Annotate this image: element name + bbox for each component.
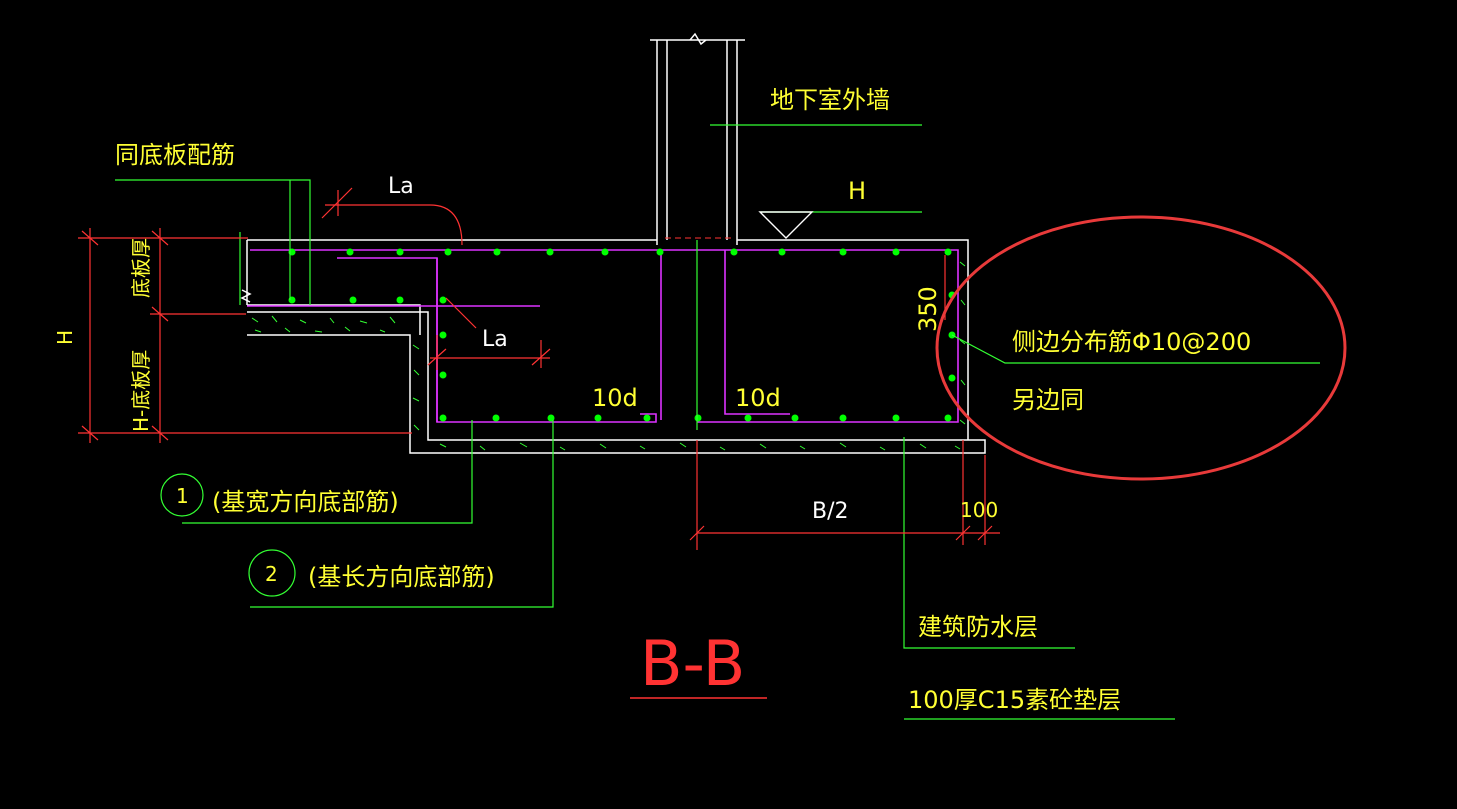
rebar-dot [439, 331, 447, 339]
rebar-dot [396, 296, 404, 304]
highlight-ellipse [935, 215, 1347, 481]
label-wall: 地下室外墙 [770, 86, 890, 114]
rebar-dot [594, 414, 602, 422]
rebar-dot [643, 414, 651, 422]
rebar-dot [493, 248, 501, 256]
rebar-dot [396, 248, 404, 256]
rebar-dot [439, 414, 447, 422]
label-la-mid: La [482, 327, 508, 352]
label-side-bar: 侧边分布筋Φ10@200 [1012, 328, 1251, 356]
label-cushion: 100厚C15素砼垫层 [908, 686, 1121, 714]
rebar-dot [944, 248, 952, 256]
rebar-dots [288, 248, 956, 422]
rebar-dot [346, 248, 354, 256]
label-bar-1: (基宽方向底部筋) [212, 488, 399, 516]
rebar-dot [839, 414, 847, 422]
rebar-dot [892, 414, 900, 422]
label-waterproof: 建筑防水层 [918, 613, 1038, 641]
rebar-dot [839, 248, 847, 256]
label-h-minus-slab: H-底板厚 [129, 350, 153, 432]
label-350: 350 [914, 286, 942, 332]
label-b-half: B/2 [812, 499, 849, 524]
label-same-slab: 同底板配筋 [115, 141, 235, 169]
label-slab-thk: 底板厚 [129, 238, 153, 298]
waterline-triangle [758, 211, 814, 239]
label-10d-right: 10d [735, 384, 781, 412]
cushion-hatch [251, 261, 966, 451]
rebar-dot [948, 374, 956, 382]
rebar-dot [601, 248, 609, 256]
rebar-dot [547, 414, 555, 422]
rebar-dot [492, 414, 500, 422]
label-h-top: H [848, 177, 866, 205]
label-100: 100 [960, 498, 998, 522]
label-h-left: H [53, 330, 77, 345]
label-bar-2: (基长方向底部筋) [308, 563, 495, 591]
rebar-dot [656, 248, 664, 256]
rebar-dot [744, 414, 752, 422]
rebar-dot [944, 414, 952, 422]
section-title: B-B [640, 627, 745, 700]
dimension-lines [78, 187, 1000, 550]
label-10d-left: 10d [592, 384, 638, 412]
leader-lines [115, 124, 1320, 720]
rebar-dot [694, 414, 702, 422]
rebar-dot [791, 414, 799, 422]
rebar-dot [439, 296, 447, 304]
rebar-dot [546, 248, 554, 256]
callout-circle-2 [248, 549, 296, 597]
rebar-dot [439, 371, 447, 379]
callout-circle-1 [160, 473, 204, 517]
rebar-dot [730, 248, 738, 256]
label-circle-1: 1 [176, 484, 189, 508]
rebar-dot [444, 248, 452, 256]
label-la-top: La [388, 174, 414, 199]
rebar-dot [349, 296, 357, 304]
rebar-dot [778, 248, 786, 256]
label-other-side: 另边同 [1012, 386, 1084, 414]
label-circle-2: 2 [265, 562, 278, 586]
rebar-dot [892, 248, 900, 256]
